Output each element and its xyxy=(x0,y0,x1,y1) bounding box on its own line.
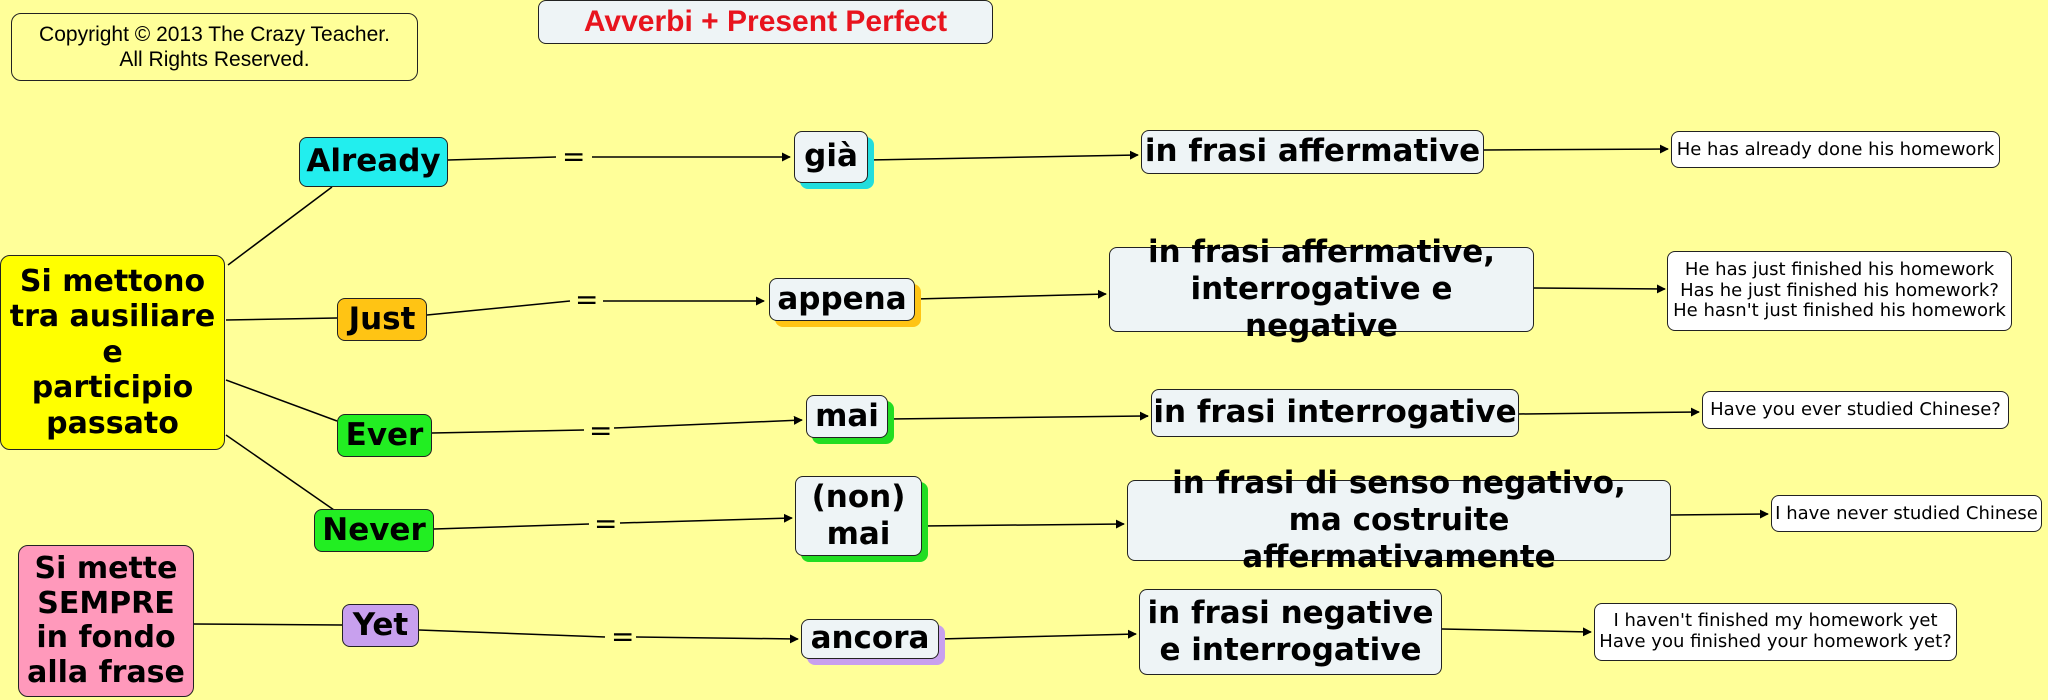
usage-affermative-interrogative-negative: in frasi affermative, interrogative e ne… xyxy=(1109,234,1534,344)
adverb-ever: Ever xyxy=(337,414,432,457)
translation-gia: già xyxy=(794,131,868,183)
link-just-eq xyxy=(426,300,571,316)
example-yet: I haven't finished my homework yet Have … xyxy=(1594,603,1957,661)
link-gia-usage xyxy=(867,150,1139,161)
translation-non-mai: (non) mai xyxy=(795,476,922,556)
example-never: I have never studied Chinese xyxy=(1771,495,2042,532)
link-yet-eq xyxy=(418,629,606,638)
usage-interrogative: in frasi interrogative xyxy=(1151,389,1519,437)
link-usage-example-4 xyxy=(1670,509,1769,519)
link-ever-eq xyxy=(431,429,585,434)
link-eq-nonmai xyxy=(619,513,793,524)
link-usage-example-3 xyxy=(1518,407,1700,417)
equals-sign: = xyxy=(589,414,613,447)
adverb-just: Just xyxy=(337,298,427,341)
side-note-rule: Si mette SEMPRE in fondo alla frase xyxy=(18,545,194,697)
link-eq-ancora xyxy=(635,634,799,644)
link-central-never xyxy=(225,434,335,511)
translation-ancora: ancora xyxy=(801,619,939,659)
equals-sign: = xyxy=(594,507,618,540)
usage-negative-interrogative: in frasi negative e interrogative xyxy=(1139,589,1442,675)
link-central-just xyxy=(225,317,338,321)
link-ancora-usage xyxy=(938,629,1137,640)
example-ever: Have you ever studied Chinese? xyxy=(1702,391,2009,429)
link-never-eq xyxy=(433,523,590,530)
example-just: He has just finished his homework Has he… xyxy=(1667,251,2012,331)
translation-mai: mai xyxy=(806,395,888,438)
link-nonmai-usage xyxy=(921,519,1125,529)
adverb-yet: Yet xyxy=(342,604,419,647)
copyright-notice: Copyright © 2013 The Crazy Teacher. All … xyxy=(11,13,418,81)
link-usage-example-1 xyxy=(1483,144,1669,154)
link-usage-example-2 xyxy=(1533,284,1666,294)
equals-sign: = xyxy=(575,283,599,316)
adverb-never: Never xyxy=(314,509,434,552)
central-rule: Si mettono tra ausiliare e participio pa… xyxy=(0,255,225,450)
link-central-ever xyxy=(225,379,338,422)
usage-affermative: in frasi affermative xyxy=(1141,130,1484,174)
adverb-already: Already xyxy=(299,137,448,187)
equals-sign: = xyxy=(611,620,635,653)
example-already: He has already done his homework xyxy=(1671,131,2000,168)
link-sidenote-yet xyxy=(193,623,343,626)
link-central-already xyxy=(227,186,333,266)
usage-senso-negativo: in frasi di senso negativo, ma costruite… xyxy=(1127,465,1671,575)
page-title: Avverbi + Present Perfect xyxy=(538,0,993,44)
link-appena-usage xyxy=(914,289,1107,300)
link-eq-mai xyxy=(613,415,803,429)
translation-appena: appena xyxy=(769,278,915,321)
link-already-eq xyxy=(447,156,557,161)
link-mai-usage xyxy=(887,411,1149,421)
equals-sign: = xyxy=(562,140,586,173)
link-usage-example-5 xyxy=(1441,627,1592,637)
